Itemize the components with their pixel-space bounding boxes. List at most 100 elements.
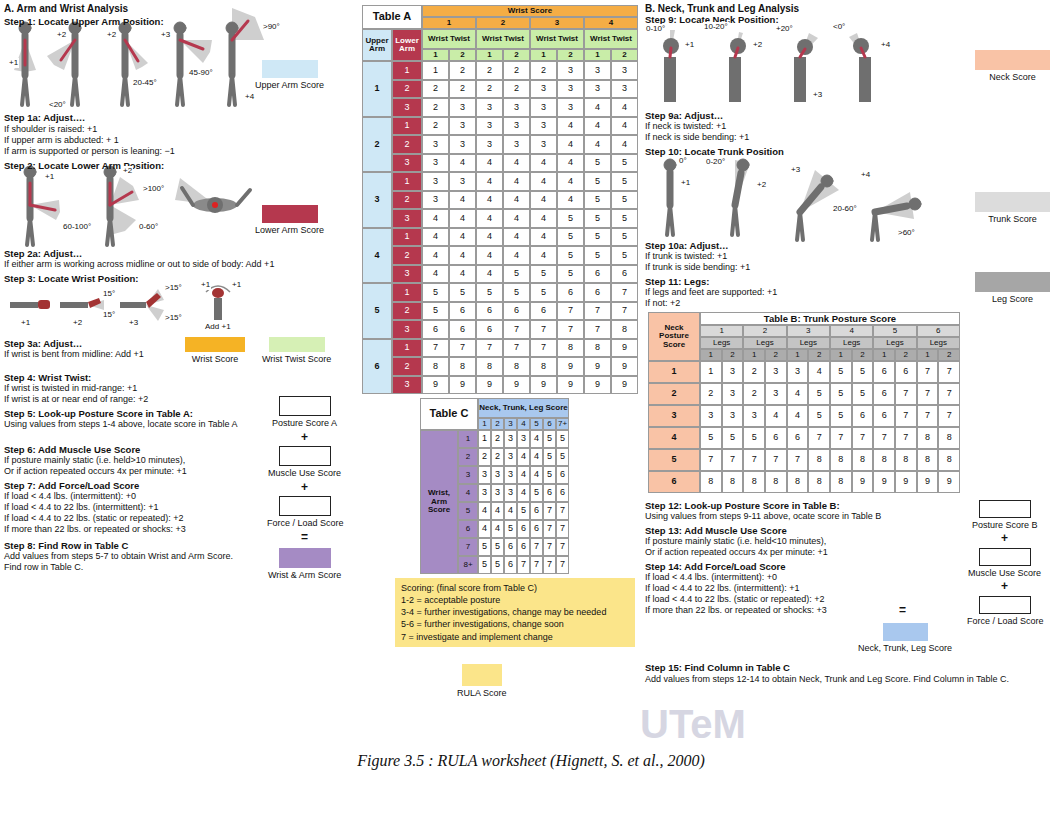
table-cell: 2 xyxy=(743,383,765,405)
table-header: 6 xyxy=(543,418,556,430)
instruction-text: Add values from steps 12-14 to obtain Ne… xyxy=(645,674,1057,685)
table-cell: 3 xyxy=(491,484,504,502)
cell-text: 4 xyxy=(521,488,526,497)
cell-text: 4 xyxy=(514,214,519,223)
cell-text: 8 xyxy=(925,455,930,464)
table-cell: 7 xyxy=(449,339,476,358)
row-header: 2 xyxy=(392,357,422,376)
cell-text: 1 xyxy=(752,351,756,359)
instruction-text: If trunk is twisted: +1 xyxy=(645,251,727,262)
table-cell: 5 xyxy=(422,302,449,321)
cell-text: 7 xyxy=(882,433,887,442)
table-cell: 8 xyxy=(787,471,809,493)
table-cell: 4 xyxy=(449,209,476,228)
table-cell: 7 xyxy=(556,520,569,538)
figure-callout: +1 xyxy=(684,40,695,50)
figure-callout: 45-90° xyxy=(188,68,214,78)
instruction-text: If either arm is working across midline … xyxy=(4,259,274,270)
table-cell: 3 xyxy=(422,172,449,191)
table-cell: 2 xyxy=(743,361,765,383)
score-box: Force / Load Score xyxy=(267,496,344,529)
table-cell: 8 xyxy=(584,339,611,358)
limb-segment-part xyxy=(212,288,224,298)
table-cell: 7 xyxy=(584,302,611,321)
table-cell: 3 xyxy=(504,430,517,448)
row-header: 1 xyxy=(392,228,422,247)
cell-text: 4 xyxy=(433,269,438,278)
cell-text: 4 xyxy=(849,327,853,335)
table-cell: 8 xyxy=(917,449,939,471)
score-box: Lower Arm Score xyxy=(255,205,324,236)
cell-text: 2 xyxy=(433,84,438,93)
human-figure-part xyxy=(232,75,235,105)
instruction-text: Or if action repeated occurs 4x per minu… xyxy=(645,547,828,558)
cell-text: 5 xyxy=(508,524,513,533)
cell-text: 4 xyxy=(374,251,379,260)
limb-segment-part xyxy=(30,205,55,210)
human-figure-part xyxy=(797,39,813,55)
cell-text: 7 xyxy=(466,543,470,551)
cell-text: 3 xyxy=(404,269,409,278)
score-label: Posture Score B xyxy=(972,520,1038,531)
table-cell: 4 xyxy=(557,154,584,173)
table-cell: 7 xyxy=(611,283,638,302)
cell-text: 7 xyxy=(534,542,539,551)
instruction-text: If posture mainly static (i.e. held>10 m… xyxy=(4,455,185,466)
table-cell: 6 xyxy=(611,265,638,284)
table-cell: 5 xyxy=(557,246,584,265)
figure-callout: 15° xyxy=(102,310,116,320)
score-label: RULA Score xyxy=(457,688,507,699)
cell-text: 5 xyxy=(374,306,379,315)
cell-text: 2 xyxy=(404,306,409,315)
table-cell: 4 xyxy=(557,172,584,191)
cell-text: 9 xyxy=(541,380,546,389)
table-cell: 4 xyxy=(530,209,557,228)
cell-text: 4 xyxy=(541,232,546,241)
cell-text: 7 xyxy=(514,343,519,352)
table-cell: 2 xyxy=(700,383,722,405)
cell-text: 6 xyxy=(936,327,940,335)
human-figure-part xyxy=(27,179,34,218)
cell-text: 1 xyxy=(404,343,409,352)
cell-text: 4 xyxy=(568,121,573,130)
cell-text: 4 xyxy=(460,232,465,241)
cell-text: 8 xyxy=(817,477,822,486)
table-cell: 7 xyxy=(917,405,939,427)
range-wedge-part xyxy=(30,200,60,220)
cell-text: 8 xyxy=(460,362,465,371)
cell-text: 5 xyxy=(514,288,519,297)
cell-text: 9 xyxy=(433,380,438,389)
cell-text: 9 xyxy=(882,477,887,486)
cell-text: 6 xyxy=(595,288,600,297)
table-cell: 7 xyxy=(557,320,584,339)
cell-text: 5 xyxy=(534,420,538,428)
table-cell: 2 xyxy=(530,61,557,80)
table-title: Table C xyxy=(420,398,478,430)
cell-text: 9 xyxy=(595,362,600,371)
table-cell: 3 xyxy=(476,117,503,136)
cell-text: Table C xyxy=(430,408,469,420)
table-cell: 4 xyxy=(476,228,503,247)
cell-text: 6 xyxy=(534,506,539,515)
cell-text: 4 xyxy=(541,214,546,223)
table-cell: 7 xyxy=(917,383,939,405)
cell-text: 9 xyxy=(595,380,600,389)
cell-text: 4 xyxy=(521,470,526,479)
cell-text: 4 xyxy=(595,140,600,149)
cell-text: 9 xyxy=(487,380,492,389)
table-header: 1 xyxy=(700,325,743,337)
score-box: Wrist Score xyxy=(185,337,245,365)
cell-text: 4 xyxy=(460,158,465,167)
cell-text: 7 xyxy=(773,455,778,464)
cell-text: 3 xyxy=(508,434,513,443)
score-swatch xyxy=(975,272,1050,292)
cell-text: 4 xyxy=(487,269,492,278)
limb-segment-part xyxy=(232,21,248,40)
table-cell: 4 xyxy=(517,484,530,502)
row-header: 3 xyxy=(392,376,422,395)
cell-text: 3 xyxy=(482,488,487,497)
cell-text: 3 xyxy=(806,327,810,335)
table-header: 1 xyxy=(917,349,939,361)
score-box: Leg Score xyxy=(975,272,1050,305)
table-cell: 4 xyxy=(422,209,449,228)
